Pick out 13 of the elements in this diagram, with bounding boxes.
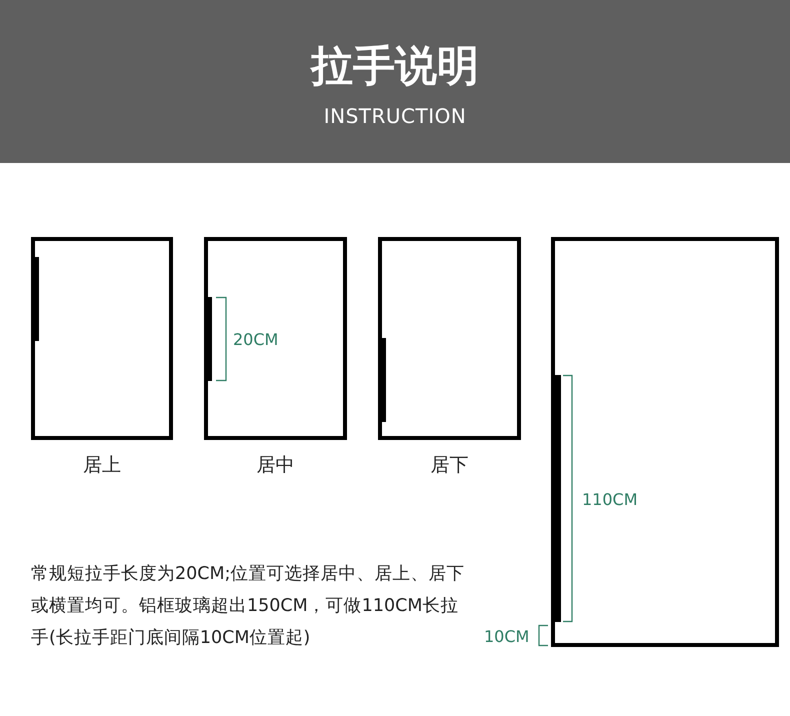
dimension-label: 110CM (582, 490, 638, 509)
subtitle: INSTRUCTION (322, 104, 468, 128)
door-frame (551, 237, 779, 647)
door-frame (31, 237, 173, 440)
position-caption: 居下 (430, 453, 470, 478)
title: 拉手说明 (309, 40, 480, 92)
position-caption: 居上 (82, 453, 122, 478)
dimension-label: 20CM (233, 330, 278, 349)
dimension-label: 10CM (484, 627, 530, 646)
door-frame (204, 237, 347, 440)
note-paragraph: 常规短拉手长度为20CM;位置可选择居中、居上、居下或横置均可。铝框玻璃超出150CM，可做110CM长拉手(长拉手距门底间隔10CM位置起) (31, 563, 466, 650)
door-frame (378, 237, 521, 440)
position-caption: 居中 (256, 453, 296, 478)
